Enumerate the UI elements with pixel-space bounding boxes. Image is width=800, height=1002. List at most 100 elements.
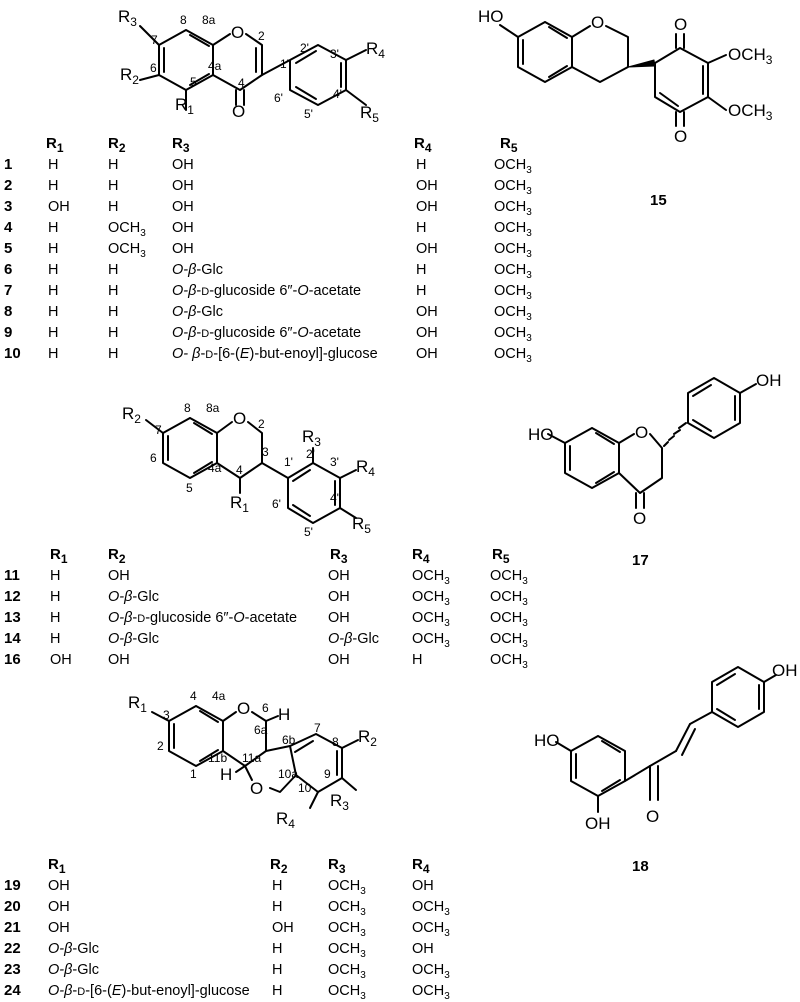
table-cell-r3: OCH3: [328, 899, 366, 918]
table-cell-r4: OCH3: [412, 920, 450, 939]
table-cell-r1: H: [48, 178, 59, 194]
atom-number: 1: [190, 767, 197, 781]
r2-label: R2: [358, 727, 377, 749]
table-cell-r2: H: [272, 878, 283, 894]
atom-number: 7: [155, 423, 162, 437]
table-cell-r3: OH: [328, 610, 350, 626]
compound-id: 2: [4, 177, 13, 194]
r4-label: R4: [276, 809, 295, 831]
table-cell-r3: OH: [172, 178, 194, 194]
atom-number: 4a: [208, 59, 222, 73]
atom-number: 6: [150, 61, 157, 75]
compound-id: 21: [4, 919, 21, 936]
compound-id: 6: [4, 261, 13, 278]
col-header-r2: R2: [108, 135, 126, 155]
table-cell-r3: OH: [328, 589, 350, 605]
table-cell-r3: OCH3: [328, 962, 366, 981]
hydroxyl-label: HO: [478, 7, 504, 26]
table-cell-r5: OCH3: [490, 652, 528, 671]
atom-number: 6: [150, 451, 157, 465]
compound-number: 17: [632, 552, 649, 569]
col-header-r1: R1: [46, 135, 64, 155]
table-cell-r2: H: [108, 178, 119, 194]
atom-number: 2: [258, 29, 265, 43]
table-cell-r2: H: [272, 983, 283, 999]
atom-number: 3: [262, 445, 269, 459]
table-cell-r4: OH: [416, 178, 438, 194]
table-cell-r3: OCH3: [328, 920, 366, 939]
atom-number: 6': [272, 497, 281, 511]
atom-number: 4': [330, 491, 339, 505]
table-cell-r4: OCH3: [412, 899, 450, 918]
table-cell-r1: H: [48, 262, 59, 278]
table-cell-r4: OH: [416, 199, 438, 215]
atom-number: 8a: [202, 13, 216, 27]
methoxy-label: OCH3: [728, 45, 773, 67]
table-cell-r1: H: [48, 283, 59, 299]
table-cell-r4: OCH3: [412, 610, 450, 629]
table-cell-r2: OH: [108, 568, 130, 584]
r1-label: R1: [128, 693, 147, 715]
table-cell-r4: OCH3: [412, 983, 450, 1002]
table-cell-r2: H: [108, 262, 119, 278]
table-cell-r2: H: [272, 962, 283, 978]
table-cell-r5: OCH3: [494, 220, 532, 239]
table-cell-r1: O-β-D-[6-(E)-but-enoyl]-glucose: [48, 983, 250, 999]
r4-label: R4: [366, 39, 385, 61]
col-header-r4: R4: [412, 856, 430, 876]
compound-id: 11: [4, 567, 20, 584]
atom-number: 4: [236, 463, 243, 477]
ring-oxygen: O: [231, 23, 245, 42]
ring-oxygen: O: [591, 13, 605, 32]
table-cell-r4: H: [416, 283, 427, 299]
table-cell-r2: OCH3: [108, 241, 146, 260]
carbonyl-oxygen: O: [232, 102, 246, 121]
table-cell-r4: H: [416, 262, 427, 278]
table-cell-r5: OCH3: [490, 589, 528, 608]
r1-label: R1: [230, 493, 249, 515]
table-cell-r1: OH: [50, 652, 72, 668]
table-cell-r2: H: [108, 283, 119, 299]
compound-id: 10: [4, 345, 21, 362]
table-cell-r5: OCH3: [490, 568, 528, 587]
atom-number: 9: [324, 767, 331, 781]
atom-number: 4a: [212, 689, 226, 703]
compound-id: 8: [4, 303, 13, 320]
quinone-oxygen-top: O: [674, 15, 688, 34]
r2-label: R2: [122, 404, 141, 426]
r2-label: R2: [120, 65, 139, 87]
table-cell-r2: OH: [108, 652, 130, 668]
col-header-r3: R3: [172, 135, 190, 155]
compound-id: 5: [4, 240, 13, 257]
compound-id: 14: [4, 630, 21, 647]
compound-id: 19: [4, 877, 21, 894]
compound-id: 20: [4, 898, 21, 915]
table-cell-r1: H: [48, 241, 59, 257]
atom-number: 5: [186, 481, 193, 495]
atom-number: 5': [304, 107, 313, 121]
r3-label: R3: [330, 791, 349, 813]
table-cell-r5: OCH3: [494, 178, 532, 197]
table-cell-r3: OH: [328, 568, 350, 584]
table-cell-r4: OH: [412, 941, 434, 957]
atom-number: 4a: [208, 461, 222, 475]
table-cell-r2: O-β-Glc: [108, 631, 159, 647]
table-cell-r5: OCH3: [494, 304, 532, 323]
table-cell-r1: H: [48, 346, 59, 362]
table-cell-r2: O-β-D-glucoside 6″-O-acetate: [108, 610, 298, 626]
table-cell-r5: OCH3: [494, 199, 532, 218]
table-cell-r3: OH: [172, 199, 194, 215]
atom-number: 2': [306, 447, 315, 461]
col-header-r5: R5: [492, 546, 510, 566]
table-cell-r1: H: [48, 325, 59, 341]
compound-id: 1: [4, 156, 13, 173]
table-cell-r5: OCH3: [494, 157, 532, 176]
table-cell-r3: O- β-D-[6-(E)-but-enoyl]-glucose: [172, 346, 378, 362]
table-cell-r5: OCH3: [494, 262, 532, 281]
table-cell-r4: OH: [416, 241, 438, 257]
table-cell-r3: OH: [172, 157, 194, 173]
